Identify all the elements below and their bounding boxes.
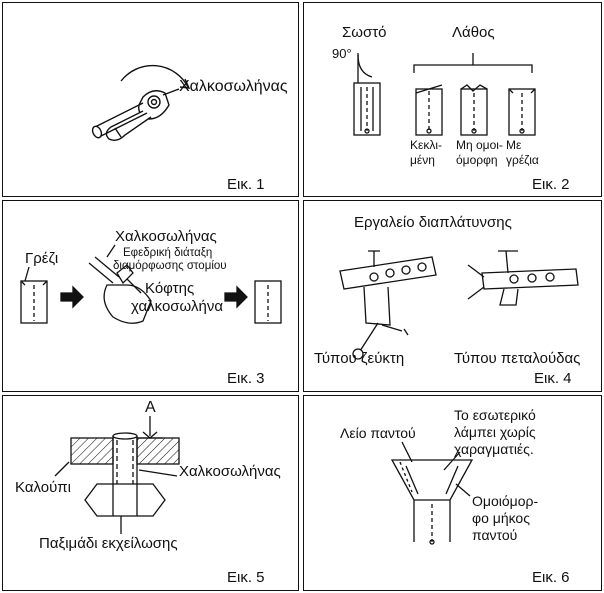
correct-label: Σωστό — [342, 24, 387, 41]
even-length-label-1: Ομοιόμορ- — [472, 493, 539, 509]
inner-shine-label-3: χαραγματιές. — [454, 441, 534, 457]
reserve-device-label-1: Εφεδρική διάταξη — [123, 247, 213, 259]
figure-caption: Εικ. 4 — [534, 370, 572, 387]
dimension-a-label: A — [145, 399, 156, 416]
copper-tube-label: Χαλκοσωλήνας — [115, 228, 217, 245]
tilted-label-1: Κεκλι- — [410, 138, 443, 152]
deburring-illustration — [20, 244, 282, 324]
wrong-label: Λάθος — [452, 24, 495, 41]
tube-cutter-label-2: χαλκοσωλήνα — [131, 298, 223, 315]
flare-quality-illustration — [390, 441, 474, 545]
inner-shine-label-1: Το εσωτερικό — [454, 407, 536, 423]
burr-label-1: Με — [506, 138, 522, 152]
figure-caption: Εικ. 1 — [227, 176, 265, 193]
flaring-tools-illustration — [339, 250, 579, 360]
figure-caption: Εικ. 2 — [532, 176, 570, 193]
figure-3-panel: Γρέζι Χαλκοσωλήνας Εφεδρική διάταξη διαμ… — [2, 200, 299, 392]
tube-cut-comparison-illustration — [353, 53, 536, 136]
tube-cutter-rotation-illustration — [91, 64, 191, 142]
even-length-label-2: φο μήκος — [472, 510, 530, 526]
even-length-label-3: παντού — [472, 527, 518, 543]
figure-caption: Εικ. 5 — [227, 569, 265, 586]
uneven-label-2: όμορφη — [456, 153, 498, 167]
figure-caption: Εικ. 6 — [532, 569, 570, 586]
figure-caption: Εικ. 3 — [227, 370, 265, 387]
die-label: Καλούπι — [15, 479, 71, 496]
reserve-device-label-2: διαμόρφωσης στομίου — [113, 260, 227, 272]
copper-tube-label: Χαλκοσωλήνας — [179, 78, 288, 95]
tilted-label-2: μένη — [410, 153, 435, 167]
clamp-type-label: Τύπου ζεύκτη — [314, 350, 405, 367]
burr-label-2: γρέζια — [506, 153, 539, 167]
copper-tube-label: Χαλκοσωλήνας — [179, 463, 281, 480]
inner-shine-label-2: λάμπει χωρίς — [454, 424, 536, 440]
flare-die-illustration — [54, 416, 180, 534]
flare-nut-label: Παξιμάδι εκχείλωσης — [39, 535, 178, 552]
wing-type-label: Τύπου πεταλούδας — [454, 350, 581, 367]
figure-4-panel: Εργαλείο διαπλάτυνσης Τύπου ζεύκτη Τύπου… — [303, 200, 602, 392]
tube-cutter-label-1: Κόφτης — [145, 280, 195, 297]
figure-1-panel: Χαλκοσωλήνας Εικ. 1 — [2, 2, 299, 197]
uneven-label-1: Μη ομοι- — [456, 138, 503, 152]
smooth-all-around-label: Λείο παντού — [340, 425, 416, 441]
burr-label: Γρέζι — [25, 250, 59, 267]
figure-6-panel: Λείο παντού Το εσωτερικό λάμπει χωρίς χα… — [303, 395, 602, 591]
angle-label: 90° — [332, 46, 352, 61]
figure-2-panel: Σωστό 90° Λάθος Κεκλι- μένη Μη ομοι- όμο… — [303, 2, 602, 197]
figure-5-panel: A Χαλκοσωλήνας Καλούπι Παξιμάδι εκχείλωσ… — [2, 395, 299, 591]
flaring-tool-label: Εργαλείο διαπλάτυνσης — [354, 214, 512, 231]
